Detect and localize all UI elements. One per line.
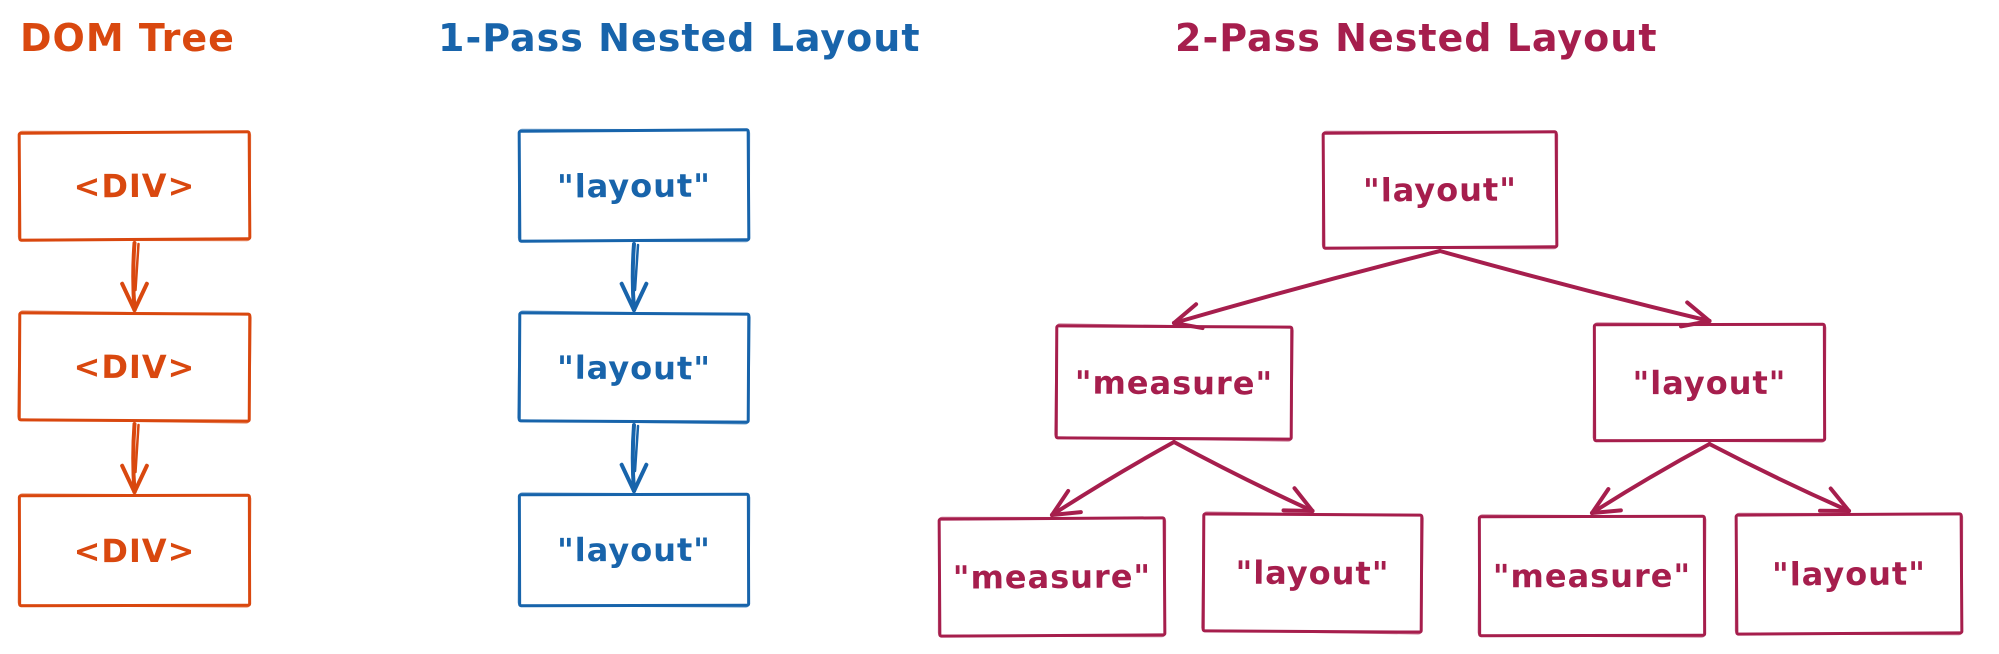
edge-shaft	[1707, 442, 1851, 513]
node-root-layout: "layout"	[1321, 130, 1559, 250]
edge-mid-measure-to-leaf-layout-1	[1172, 440, 1315, 513]
arrowhead-line	[619, 281, 636, 312]
node-mid-layout: "layout"	[1592, 322, 1827, 443]
edge-shaft-echo	[134, 423, 140, 474]
node-leaf-layout-1: "layout"	[1201, 512, 1424, 634]
edge-shaft	[1590, 442, 1712, 515]
edge-shaft-echo	[134, 242, 140, 292]
node-label-leaf-measure-1: "measure"	[952, 557, 1152, 597]
arrowhead-line	[1590, 508, 1623, 515]
arrowhead-line	[1172, 302, 1199, 325]
edge-shaft-echo	[633, 243, 640, 292]
node-layout-1: "layout"	[517, 128, 751, 243]
arrowhead-line	[1685, 300, 1712, 323]
edge-shaft	[131, 241, 137, 312]
node-label-div-1: <DIV>	[73, 166, 196, 206]
arrowhead-line	[1828, 486, 1851, 513]
edge-mid-layout-to-leaf-measure-2	[1590, 442, 1712, 515]
node-leaf-layout-2: "layout"	[1734, 512, 1964, 636]
edge-shaft	[131, 422, 137, 494]
edge-div-1-to-div-2	[120, 241, 149, 312]
node-layout-2: "layout"	[517, 311, 751, 424]
node-div-2: <DIV>	[17, 311, 252, 423]
edge-shaft	[1172, 440, 1315, 513]
node-label-layout-1: "layout"	[556, 166, 712, 205]
edge-shaft	[1172, 249, 1442, 325]
node-label-leaf-measure-2: "measure"	[1492, 556, 1692, 596]
arrowhead-line	[1281, 508, 1315, 513]
arrowhead-line	[619, 462, 636, 493]
node-label-div-2: <DIV>	[73, 347, 196, 387]
section-title-two-pass-nested-layout: 2-Pass Nested Layout	[1175, 16, 1658, 60]
node-label-root-layout: "layout"	[1362, 170, 1518, 210]
node-label-leaf-layout-2: "layout"	[1771, 554, 1927, 594]
arrowhead-line	[120, 463, 137, 494]
edge-shaft	[1438, 249, 1712, 323]
arrowhead-line	[132, 463, 149, 494]
edge-shaft-echo	[633, 424, 640, 473]
edge-shaft	[630, 423, 636, 493]
node-label-div-3: <DIV>	[73, 531, 196, 570]
edge-mid-layout-to-leaf-layout-2	[1707, 442, 1851, 513]
arrowhead-line	[1292, 486, 1315, 513]
section-title-dom-tree: DOM Tree	[20, 16, 235, 60]
node-label-layout-2: "layout"	[556, 348, 712, 387]
node-leaf-measure-2: "measure"	[1477, 514, 1707, 638]
node-div-1: <DIV>	[17, 130, 252, 242]
arrowhead-line	[632, 462, 649, 493]
edge-layout-1-to-layout-2	[619, 242, 649, 312]
arrowhead-line	[1050, 488, 1071, 517]
arrowhead-line	[1590, 487, 1611, 515]
arrowhead-line	[120, 281, 137, 312]
node-leaf-measure-1: "measure"	[937, 516, 1167, 638]
node-mid-measure: "measure"	[1054, 324, 1294, 441]
edge-shaft	[1050, 440, 1176, 517]
edge-mid-measure-to-leaf-measure-1	[1050, 440, 1176, 517]
arrowhead-line	[132, 281, 149, 312]
node-label-mid-measure: "measure"	[1074, 362, 1274, 403]
arrowhead-line	[1050, 510, 1083, 517]
arrowhead-line	[632, 281, 649, 312]
node-div-3: <DIV>	[17, 493, 252, 608]
edge-div-2-to-div-3	[120, 422, 149, 494]
node-layout-3: "layout"	[517, 492, 751, 608]
node-label-layout-3: "layout"	[557, 530, 711, 570]
edge-layout-2-to-layout-3	[619, 423, 649, 493]
node-label-mid-layout: "layout"	[1632, 363, 1787, 402]
section-title-one-pass-nested-layout: 1-Pass Nested Layout	[438, 16, 921, 60]
edge-shaft	[630, 242, 636, 312]
node-label-leaf-layout-1: "layout"	[1235, 553, 1390, 593]
